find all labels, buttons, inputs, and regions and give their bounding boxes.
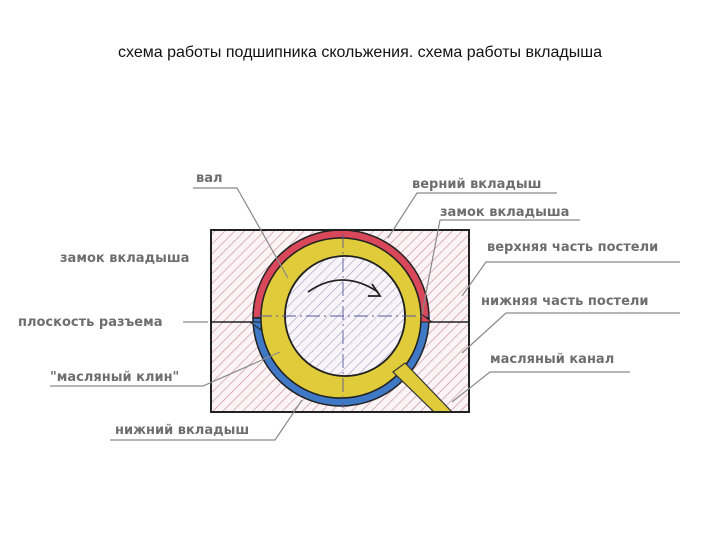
leader-oil-channel	[451, 371, 630, 403]
leader-upper-bed	[461, 261, 680, 297]
label-oil-channel: масляный канал	[490, 352, 614, 367]
label-upper-liner: верний вкладыш	[412, 177, 541, 192]
leader-lower-bed	[461, 312, 680, 354]
label-parting-plane: плоскость разъема	[18, 315, 163, 330]
label-liner-lock-left: замок вкладыша	[60, 251, 189, 266]
leader-upper-liner	[387, 192, 557, 239]
housing-outline	[210, 229, 470, 413]
oil-channel	[392, 362, 453, 412]
leader-lines	[50, 187, 680, 441]
label-liner-lock-right: замок вкладыша	[440, 205, 569, 220]
label-shaft: вал	[196, 171, 223, 186]
label-lower-bed: нижняя часть постели	[481, 294, 649, 309]
leader-lower-liner	[110, 399, 303, 441]
leader-oil-wedge	[50, 351, 281, 387]
label-oil-wedge: "масляный клин"	[50, 370, 179, 385]
leader-shaft	[193, 187, 289, 279]
page-title: схема работы подшипника скольжения. схем…	[118, 44, 602, 61]
label-lower-liner: нижний вкладыш	[115, 423, 249, 438]
rotation-arrow-icon	[307, 279, 382, 297]
leader-liner-lock-right	[421, 219, 580, 315]
label-upper-bed: верхняя часть постели	[487, 240, 658, 255]
center-lines	[258, 234, 430, 408]
